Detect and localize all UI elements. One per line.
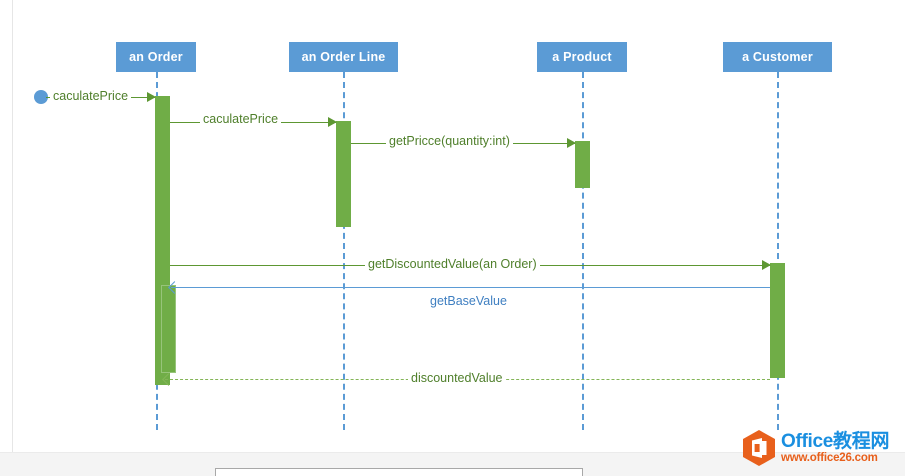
watermark-url: www.office26.com	[781, 451, 878, 464]
start-node-icon	[34, 90, 48, 104]
lifeline-an-order-line	[343, 72, 345, 430]
message-label-caculate-price: caculatePrice	[200, 112, 282, 127]
arrowhead-right-filled	[147, 92, 156, 102]
watermark-title-en: Office	[781, 430, 834, 452]
activation-bar-a-product[interactable]	[575, 141, 590, 188]
left-edge-rule	[12, 0, 13, 452]
message-label-get-discounted-value: getDiscountedValue(an Order)	[365, 257, 540, 272]
watermark-text: Office教程网 www.office26.com	[781, 432, 889, 465]
watermark-title-cn: 教程网	[833, 430, 890, 452]
message-label-get-pricce: getPricce(quantity:int)	[386, 134, 513, 149]
message-label-caculate-price-entry: caculatePrice	[50, 89, 132, 104]
watermark-title: Office教程网	[781, 432, 889, 451]
bottom-panel	[215, 468, 583, 476]
activation-bar-an-order-nested[interactable]	[161, 285, 176, 373]
message-label-discounted-value: discountedValue	[408, 371, 506, 386]
participant-label: a Product	[552, 50, 612, 64]
participant-label: an Order	[129, 50, 183, 64]
participant-label: a Customer	[742, 50, 813, 64]
participant-a-product[interactable]: a Product	[537, 42, 627, 72]
activation-bar-a-customer[interactable]	[770, 263, 785, 378]
activation-bar-an-order-line[interactable]	[336, 121, 351, 227]
participant-a-customer[interactable]: a Customer	[723, 42, 832, 72]
participant-an-order[interactable]: an Order	[116, 42, 196, 72]
message-label-get-base-value: getBaseValue	[427, 294, 510, 309]
arrowhead-right-filled	[567, 138, 576, 148]
office-tutorial-watermark: Office教程网 www.office26.com	[741, 428, 901, 468]
lifeline-a-customer	[777, 72, 779, 430]
participant-an-order-line[interactable]: an Order Line	[289, 42, 398, 72]
lifeline-a-product	[582, 72, 584, 430]
arrowhead-right-filled	[762, 260, 771, 270]
message-line-get-base-value	[171, 287, 770, 288]
office-hexagon-logo-icon	[741, 429, 777, 467]
participant-label: an Order Line	[301, 50, 386, 64]
arrowhead-right-filled	[328, 117, 337, 127]
